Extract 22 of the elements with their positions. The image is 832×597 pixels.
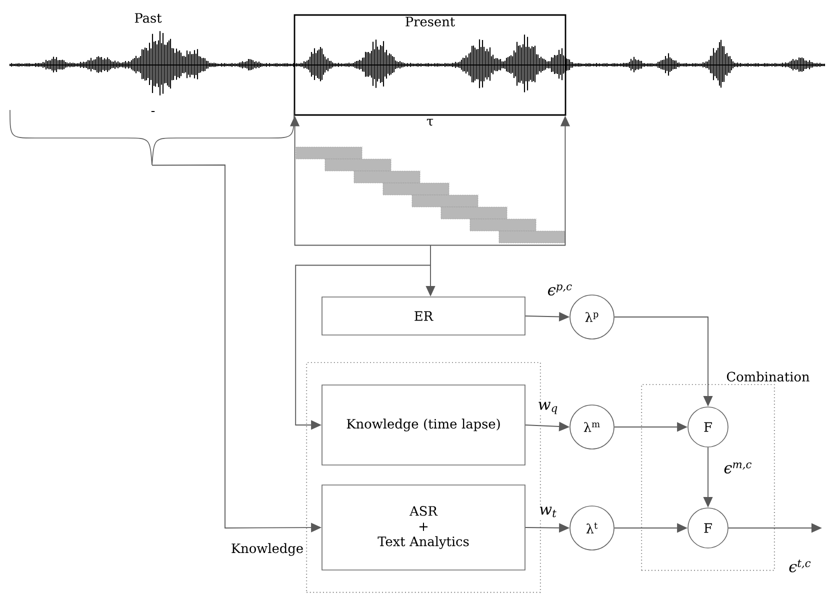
brace: [10, 110, 294, 166]
label-text: Past: [134, 13, 162, 23]
node-label: τ: [426, 118, 434, 126]
edge-label: ϵ$^{m,c}$: [722, 461, 754, 475]
circle-node: λ$^{m}$: [570, 404, 614, 450]
circle-node: λ$^{t}$: [570, 506, 614, 550]
edge-label: ϵ$^{t,c}$: [787, 558, 813, 574]
arrow: [295, 264, 431, 430]
process-box: Knowledge (time lapse): [322, 384, 526, 466]
label-text: -: [151, 111, 155, 112]
node-label: Combination: [726, 372, 810, 382]
node-label: Knowledge: [232, 543, 303, 556]
window-box: Present τ: [294, 14, 566, 126]
circle-node: λ$^{p}$: [570, 294, 614, 340]
edge-label: w$_{q}$: [536, 400, 560, 416]
edge-label: ϵ$^{p,c}$: [546, 283, 574, 297]
circle-node: F: [688, 406, 728, 448]
staircase-drawing: [296, 146, 566, 244]
circle-node: F: [688, 508, 728, 548]
process-box: ASR + Text Analytics: [322, 484, 526, 570]
process-box: ER: [322, 296, 526, 336]
edge-label: w$_{t}$: [538, 506, 558, 518]
